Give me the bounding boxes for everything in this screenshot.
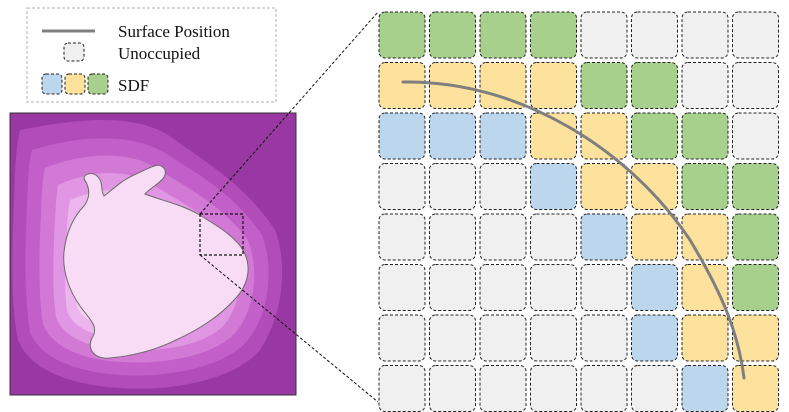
zoom-connectors [199,11,379,403]
voxel-cell-sdf-green [530,11,577,59]
voxel-cell-unoccupied [530,365,577,412]
voxel-cell-unoccupied [479,163,527,210]
voxel-cell-sdf-green [580,62,628,109]
voxel-cell-unoccupied [732,62,779,109]
voxel-cell-sdf-green [378,11,426,59]
voxel-cell-sdf-blue [378,112,426,160]
legend-unoccupied-swatch [63,42,85,62]
voxel-cell-sdf-green [631,112,678,160]
voxel-cell-unoccupied [580,264,628,311]
voxel-cell-sdf-green [681,112,729,160]
voxel-cell-sdf-yellow [378,62,426,109]
zoom-connector-bottom [199,254,379,403]
voxel-cell-sdf-yellow [580,163,628,210]
voxel-cell-sdf-green [681,163,729,210]
voxel-cell-sdf-yellow [681,314,729,362]
legend-sdf-blue-swatch [41,73,63,95]
legend-sdf-yellow-swatch [64,73,86,95]
voxel-cell-unoccupied [580,11,628,59]
voxel-cell-unoccupied [631,365,678,412]
legend-surface-label: Surface Position [118,22,230,41]
voxel-cell-sdf-yellow [681,264,729,311]
voxel-cell-unoccupied [429,314,476,362]
zoom-region-box [199,213,244,256]
voxel-cell-sdf-green [631,62,678,109]
voxel-cell-sdf-yellow [732,365,779,412]
legend-sdf-label: SDF [118,76,149,95]
voxel-cell-unoccupied [580,314,628,362]
voxel-cell-sdf-green [479,11,527,59]
voxel-cell-unoccupied [631,11,678,59]
voxel-cell-unoccupied [732,112,779,160]
voxel-cell-unoccupied [378,264,426,311]
voxel-cell-unoccupied [429,213,476,261]
voxel-cell-unoccupied [732,11,779,59]
sdf-field-image [9,112,297,396]
voxel-cell-sdf-green [732,213,779,261]
voxel-cell-unoccupied [479,314,527,362]
voxel-cell-unoccupied [479,264,527,311]
voxel-cell-unoccupied [378,365,426,412]
legend: Surface Position Unoccupied SDF [26,7,277,103]
legend-sdf-green-swatch [87,73,109,95]
voxel-cell-sdf-yellow [580,112,628,160]
voxel-cell-unoccupied [530,213,577,261]
voxel-cell-unoccupied [378,213,426,261]
voxel-cell-unoccupied [681,11,729,59]
voxel-cell-sdf-yellow [631,163,678,210]
voxel-cell-sdf-blue [681,365,729,412]
voxel-grid [378,11,779,412]
voxel-cell-sdf-green [732,264,779,311]
voxel-cell-sdf-green [429,11,476,59]
voxel-cell-unoccupied [681,62,729,109]
voxel-cell-sdf-yellow [530,62,577,109]
voxel-cell-sdf-blue [429,112,476,160]
voxel-cell-unoccupied [479,365,527,412]
voxel-cell-unoccupied [429,264,476,311]
voxel-cell-unoccupied [378,314,426,362]
voxel-cell-unoccupied [530,264,577,311]
voxel-cell-sdf-blue [479,112,527,160]
voxel-cell-unoccupied [429,163,476,210]
voxel-cell-sdf-green [732,163,779,210]
voxel-cell-unoccupied [378,163,426,210]
voxel-cell-unoccupied [429,365,476,412]
voxel-cell-unoccupied [479,213,527,261]
object-surface-outline [63,164,249,359]
voxel-cell-sdf-yellow [479,62,527,109]
voxel-cell-sdf-blue [631,314,678,362]
legend-unoccupied-label: Unoccupied [118,44,201,63]
surface-position-curve [401,80,746,380]
voxel-cell-sdf-blue [631,264,678,311]
voxel-cell-unoccupied [530,314,577,362]
voxel-cell-unoccupied [580,365,628,412]
voxel-cell-sdf-blue [530,163,577,210]
voxel-cell-sdf-blue [580,213,628,261]
voxel-cell-sdf-yellow [732,314,779,362]
voxel-cell-sdf-yellow [631,213,678,261]
